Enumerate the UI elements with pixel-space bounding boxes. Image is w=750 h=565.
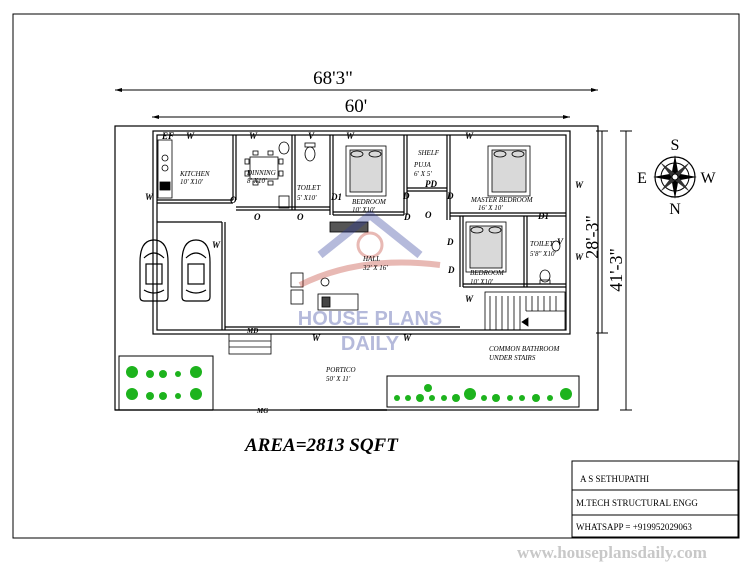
- mark-o3: O: [297, 212, 304, 222]
- dimension-overall: 68'3": [115, 68, 598, 92]
- watermark-line1: HOUSE PLANS: [298, 308, 442, 330]
- mark-md: MD: [246, 327, 258, 335]
- mark-w2: W: [249, 131, 258, 141]
- dimension-right-inner: 28'-3": [582, 130, 608, 334]
- bedroom1-name: BEDROOM: [352, 198, 387, 206]
- bed-icon: [345, 145, 387, 197]
- mark-w4: W: [465, 131, 474, 141]
- dimension-inner: 60': [152, 96, 570, 119]
- watermark-logo: HOUSE PLANS DAILY: [298, 209, 442, 355]
- common-line2: UNDER STAIRS: [489, 354, 536, 362]
- mark-o1: O: [230, 195, 237, 205]
- sheet-border: [12, 13, 740, 539]
- bed2-icon: [465, 221, 507, 273]
- bedroom1-size: 10' X10': [352, 206, 376, 214]
- toilet1-size: 5' X10': [297, 194, 317, 202]
- mark-w5: W: [145, 192, 154, 202]
- mark-d4: D: [446, 237, 454, 247]
- bedroom2-size: 10' X10': [470, 278, 494, 286]
- mark-w1: W: [186, 131, 195, 141]
- area-label: AREA=2813 SQFT: [244, 435, 399, 456]
- mark-pd: PD: [425, 179, 437, 189]
- designer-name: A S SETHUPATHI: [580, 474, 649, 484]
- mark-w9: W: [465, 294, 474, 304]
- hall-size: 32' X 16': [362, 264, 388, 272]
- mark-d1: D: [402, 191, 410, 201]
- website-link[interactable]: www.houseplansdaily.com: [517, 543, 707, 562]
- kitchen-name: KITCHEN: [179, 170, 210, 178]
- watermark-line2: DAILY: [341, 333, 400, 355]
- mark-o2: O: [254, 212, 261, 222]
- mark-w8: W: [212, 240, 221, 250]
- portico-size: 50' X 11': [326, 375, 351, 383]
- mark-d3: D: [403, 212, 411, 222]
- compass-s: S: [671, 137, 680, 154]
- compass-icon: S N E W: [637, 137, 716, 218]
- toilet2-size: 5'8" X10': [530, 250, 556, 258]
- entry-steps: [228, 333, 272, 355]
- dining-table-icon: [244, 150, 284, 186]
- mark-d1a: D1: [330, 192, 342, 202]
- title-block: A S SETHUPATHI M.TECH STRUCTURAL ENGG WH…: [571, 460, 739, 538]
- hall-name: HALL: [362, 255, 380, 263]
- mark-w7: W: [575, 252, 584, 262]
- toilet1-fixtures: [278, 141, 316, 209]
- inner-width-label: 60': [345, 96, 367, 117]
- kitchen-counter-icon: [157, 139, 173, 199]
- car-icon: [139, 239, 211, 302]
- designer-qualification: M.TECH STRUCTURAL ENGG: [576, 498, 698, 508]
- mark-d2: D: [446, 191, 454, 201]
- master-bed-icon: [487, 145, 531, 197]
- toilet1-name: TOILET: [297, 184, 321, 192]
- toilet2-fixtures: [539, 240, 561, 285]
- puja-name: PUJA: [413, 161, 431, 169]
- right-outer-label: 41'-3": [606, 248, 626, 292]
- mark-w10: W: [312, 333, 321, 343]
- mark-d5: D: [447, 265, 455, 275]
- overall-width-label: 68'3": [313, 68, 353, 89]
- garden-right: [386, 375, 580, 408]
- dining-name: DINNING: [246, 169, 276, 177]
- puja-size: 6' X 5': [414, 170, 432, 178]
- mark-ef: EF: [161, 131, 174, 141]
- mark-d1b: D1: [537, 211, 549, 221]
- bedroom2-name: BEDROOM: [470, 269, 505, 277]
- master-name: MASTER BEDROOM: [470, 196, 534, 204]
- mark-o4: O: [425, 210, 432, 220]
- mark-v2: V: [557, 237, 564, 247]
- designer-whatsapp: WHATSAPP = +919952029063: [576, 522, 692, 532]
- toilet2-name: TOILET: [530, 240, 554, 248]
- sofa-icon: [290, 221, 369, 311]
- mark-w11: W: [403, 333, 412, 343]
- garden-left: [118, 355, 214, 411]
- staircase: [484, 291, 566, 331]
- right-inner-label: 28'-3": [582, 215, 602, 259]
- compass-e: E: [637, 170, 647, 187]
- portico-name: PORTICO: [325, 366, 356, 374]
- dining-size: 8' X10': [247, 177, 267, 185]
- compass-n: N: [669, 201, 681, 218]
- common-line1: COMMON BATHROOM: [489, 345, 560, 353]
- shelf-label: SHELF: [418, 149, 440, 157]
- mark-v1: V: [308, 131, 315, 141]
- mark-mg: MG: [256, 407, 268, 415]
- building-walls: [152, 130, 571, 335]
- mark-w3: W: [346, 131, 355, 141]
- mark-w6: W: [575, 180, 584, 190]
- dimension-right-outer: 41'-3": [606, 130, 632, 411]
- kitchen-size: 10' X10': [180, 178, 204, 186]
- master-size: 16' X 10': [478, 204, 503, 212]
- compass-w: W: [700, 170, 716, 187]
